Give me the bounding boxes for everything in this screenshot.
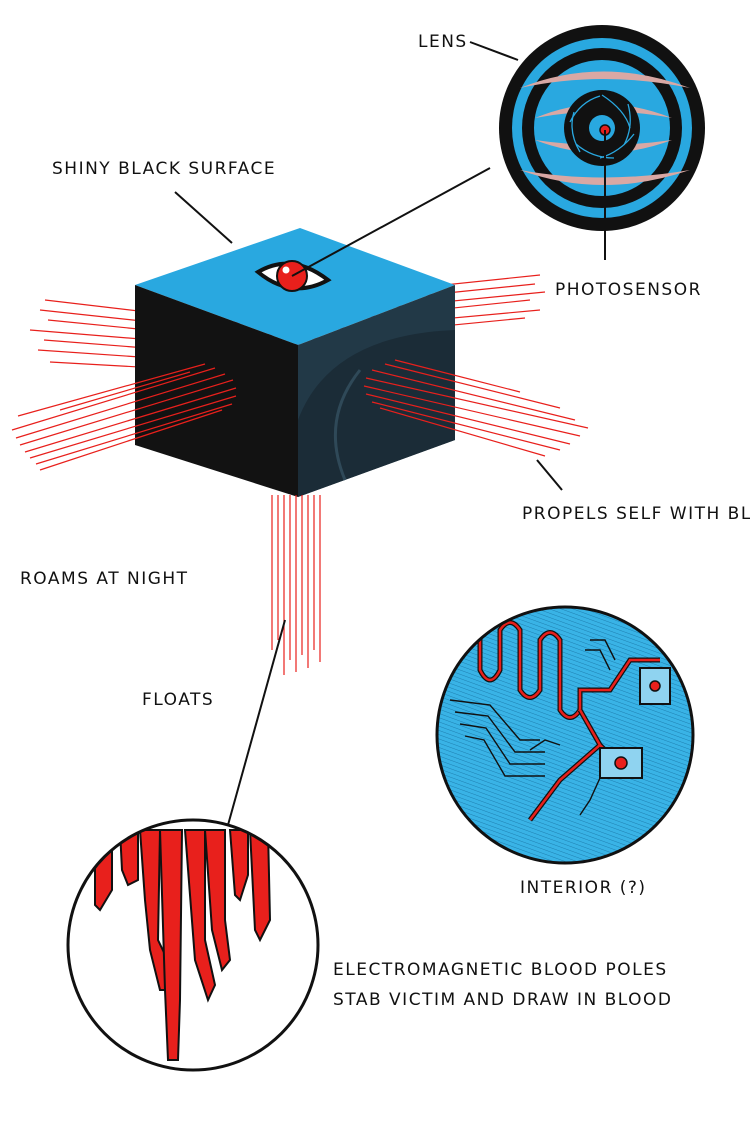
- label-shiny-surface: SHINY BLACK SURFACE: [52, 159, 276, 179]
- leader-propels: [536, 459, 563, 491]
- blood-poles-detail: [66, 818, 320, 1072]
- label-lens: LENS: [418, 32, 468, 52]
- blood-tube-right: [363, 359, 589, 457]
- label-blood-poles-line1: ELECTROMAGNETIC BLOOD POLES: [333, 960, 668, 980]
- leader-floats: [227, 619, 286, 826]
- label-floats: FLOATS: [142, 690, 214, 710]
- leader-lines: [174, 41, 606, 826]
- leader-lens: [469, 41, 519, 61]
- label-interior: INTERIOR (?): [520, 878, 647, 898]
- label-propels: PROPELS SELF WITH BLOOD: [522, 504, 750, 524]
- blood-tube-left: [11, 363, 237, 471]
- label-photosensor: PHOTOSENSOR: [555, 280, 702, 300]
- label-roams: ROAMS AT NIGHT: [20, 569, 189, 589]
- interior-detail: [435, 605, 695, 865]
- leader-eye-to-lens: [291, 167, 491, 277]
- lens-detail: [499, 25, 705, 231]
- cube-front-face: [135, 285, 298, 497]
- leader-shiny-surface: [174, 191, 233, 244]
- blood-strands-bottom: [271, 495, 321, 675]
- label-blood-poles-line2: STAB VICTIM AND DRAW IN BLOOD: [333, 990, 673, 1010]
